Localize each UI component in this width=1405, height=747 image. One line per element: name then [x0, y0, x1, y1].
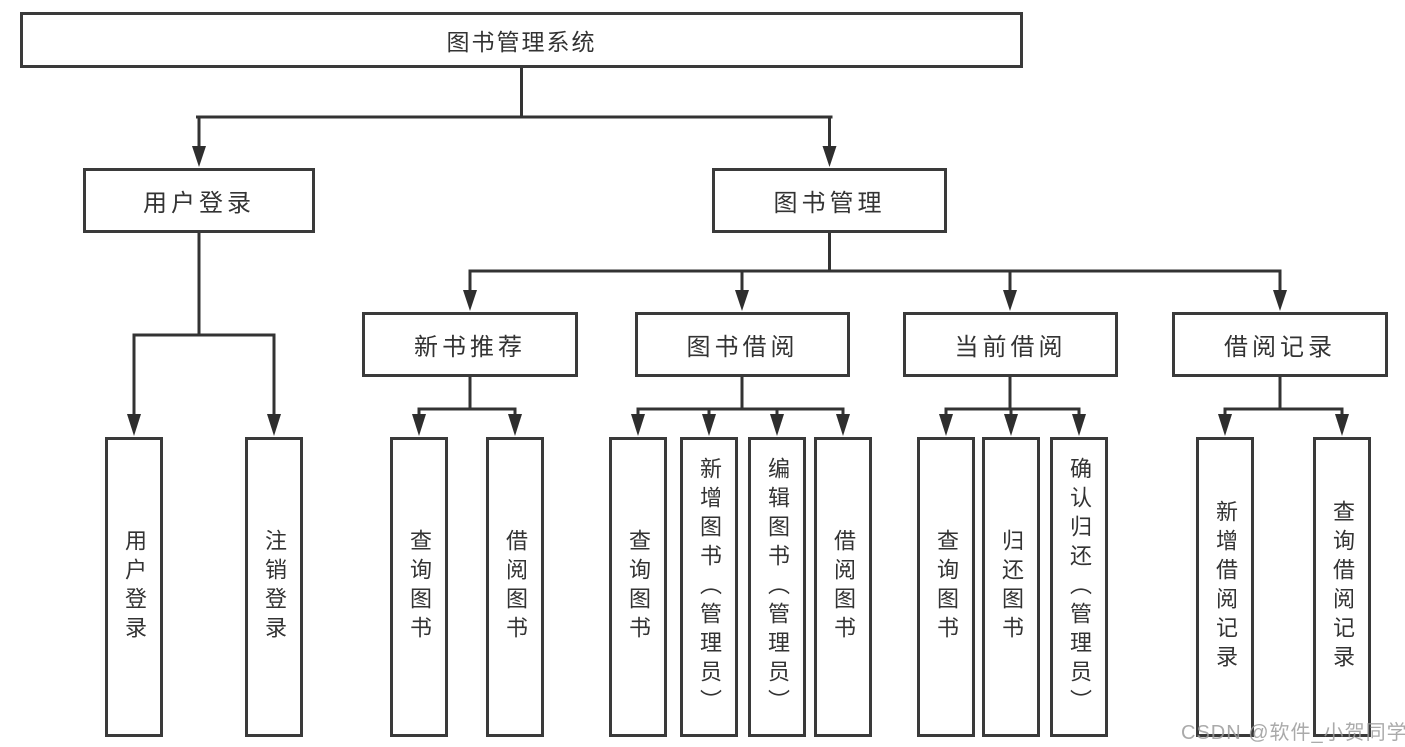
edge-root-to-level2 [196, 64, 833, 150]
node-label: 图书管理 [773, 190, 886, 217]
node-new-book-recommendation: 新书推荐 [362, 312, 578, 377]
edge-bookmgmt-to-sections [468, 230, 1282, 294]
node-label: 注销登录 [262, 529, 287, 645]
node-label: 新增借阅记录 [1213, 500, 1238, 674]
node-book-borrowing: 图书借阅 [635, 312, 850, 377]
node-leaf-add-borrow-record: 新增借阅记录 [1196, 437, 1254, 737]
edge-newbook-to-children [417, 375, 517, 418]
arrowheads [127, 146, 1349, 436]
node-leaf-add-books-admin: 新增图书（管理员） [680, 437, 738, 737]
node-leaf-logout: 注销登录 [245, 437, 303, 737]
node-leaf-return-books: 归还图书 [982, 437, 1040, 737]
node-label: 查询图书 [626, 529, 651, 645]
edge-records-to-children [1223, 375, 1344, 418]
node-label: 查询借阅记录 [1330, 500, 1355, 674]
node-label: 查询图书 [934, 529, 959, 645]
node-label: 图书管理系统 [446, 29, 597, 55]
node-leaf-borrow-books: 借阅图书 [814, 437, 872, 737]
watermark: CSDN @软件_小贺同学 [1181, 722, 1405, 744]
node-leaf-query-books: 查询图书 [609, 437, 667, 737]
node-leaf-query-books: 查询图书 [917, 437, 975, 737]
edge-borrow-to-children [636, 375, 845, 418]
node-label: 新增图书（管理员） [697, 456, 722, 718]
node-leaf-query-borrow-record: 查询借阅记录 [1313, 437, 1371, 737]
node-label: 新书推荐 [414, 334, 526, 361]
node-label: 确认归还（管理员） [1067, 456, 1092, 718]
node-leaf-borrow-books: 借阅图书 [486, 437, 544, 737]
edge-userlogin-to-children [132, 231, 276, 418]
node-current-borrowing: 当前借阅 [903, 312, 1118, 377]
node-book-management: 图书管理 [712, 168, 947, 233]
node-leaf-edit-books-admin: 编辑图书（管理员） [748, 437, 806, 737]
node-label: 用户登录 [143, 190, 255, 217]
node-label: 用户登录 [122, 529, 147, 645]
node-label: 图书借阅 [686, 334, 799, 361]
node-leaf-query-books: 查询图书 [390, 437, 448, 737]
node-root-library-system: 图书管理系统 [20, 12, 1023, 68]
node-label: 借阅图书 [503, 529, 528, 645]
node-label: 编辑图书（管理员） [765, 456, 790, 718]
edge-current-to-children [944, 375, 1081, 418]
node-user-login: 用户登录 [83, 168, 315, 233]
node-leaf-confirm-return-admin: 确认归还（管理员） [1050, 437, 1108, 737]
node-label: 当前借阅 [954, 334, 1067, 361]
node-borrowing-records: 借阅记录 [1172, 312, 1388, 377]
node-leaf-user-login: 用户登录 [105, 437, 163, 737]
node-label: 查询图书 [407, 529, 432, 645]
node-label: 归还图书 [999, 529, 1024, 645]
node-label: 借阅图书 [831, 529, 856, 645]
node-label: 借阅记录 [1224, 334, 1336, 361]
